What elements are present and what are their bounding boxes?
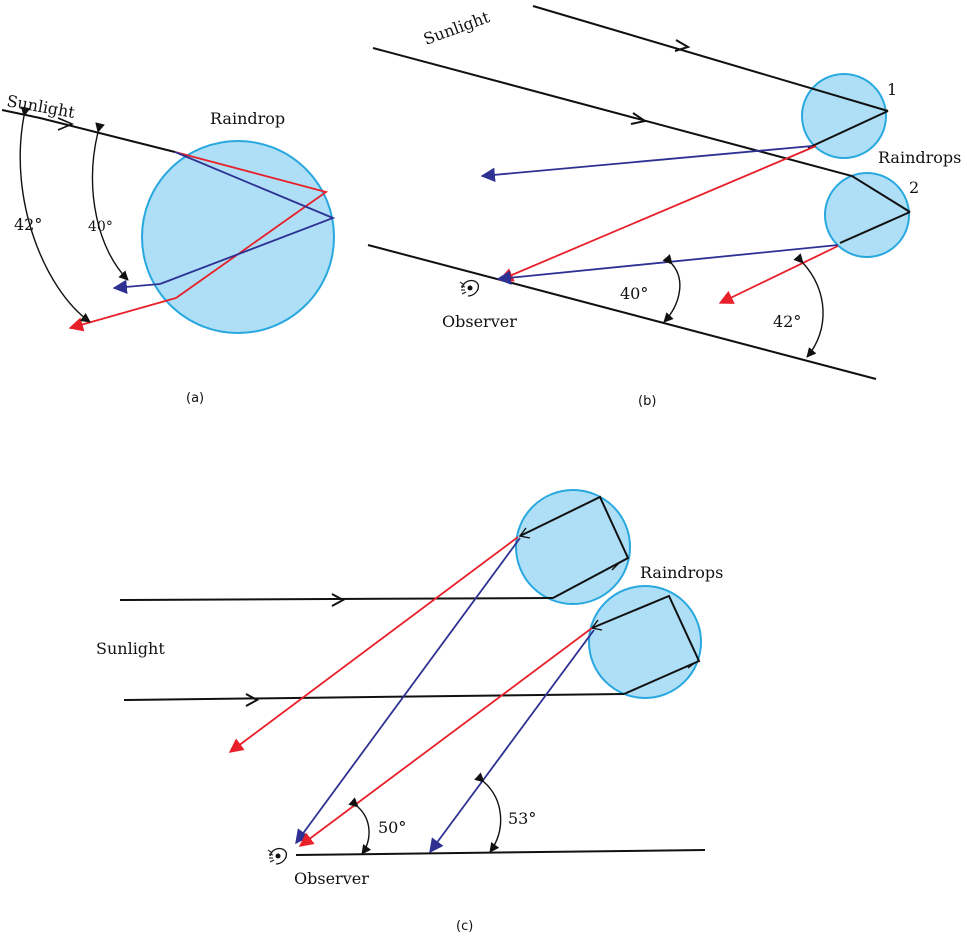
blue-ray-drop-2: [496, 244, 839, 285]
red-ray-internal: [174, 151, 329, 299]
caption-c: (c): [456, 919, 473, 934]
internal-reflection-1: [807, 110, 889, 149]
observer-label: Observer: [442, 312, 517, 331]
red-ray-drop-1: [498, 145, 817, 282]
observer-horizon-line: [295, 849, 706, 856]
red-ray-upper: [228, 536, 519, 753]
internal-arrowheads-upper: [518, 527, 621, 571]
caption-b: (b): [638, 394, 656, 409]
raindrop-label: Raindrop: [210, 109, 285, 128]
caption-a: (a): [186, 391, 204, 406]
raindrop-circle: [141, 140, 335, 334]
angle-42-label: 42°: [14, 215, 42, 234]
sunlight-ray-2: [372, 47, 911, 213]
red-ray-drop-2: [718, 245, 839, 304]
angle-arc-42: [793, 253, 824, 358]
angle-arc-50: [348, 797, 372, 855]
internal-path-lower: [591, 594, 701, 695]
sunlight-ray-lower-arrow: [245, 693, 260, 707]
raindrop-1: [801, 73, 887, 159]
red-ray-lower: [298, 627, 593, 847]
angle-arc-40: [662, 254, 681, 323]
panel-a: Sunlight Raindrop 42° 40° (a): [1, 91, 336, 406]
sunlight-ray-upper-arrow: [331, 593, 346, 607]
blue-ray-drop-1: [480, 145, 813, 182]
blue-ray-upper: [295, 537, 521, 845]
angle-arc-53: [474, 772, 502, 853]
sunlight-ray-1: [532, 5, 889, 112]
eye-icon: [459, 279, 480, 297]
raindrop-lower: [588, 585, 702, 699]
angle-40-label: 40°: [620, 284, 648, 303]
angle-53-label: 53°: [508, 809, 536, 828]
sunlight-ray-1-arrow: [674, 39, 691, 52]
internal-path-upper: [519, 495, 630, 599]
angle-arc-42: [19, 106, 91, 323]
sunlight-label: Sunlight: [421, 7, 493, 49]
sunlight-ray: [1, 109, 176, 153]
red-ray-exit: [68, 297, 177, 332]
angle-50-label: 50°: [378, 818, 406, 837]
drop-1-label: 1: [887, 80, 897, 99]
angle-arc-40: [91, 122, 129, 281]
sunlight-ray-lower: [123, 693, 625, 701]
observer-horizon-line: [367, 244, 877, 380]
blue-ray-internal: [159, 151, 336, 285]
panel-b: Sunlight 1 2 Raindrops 40° 42° Observer …: [367, 5, 961, 409]
raindrop-upper: [515, 489, 631, 605]
sunlight-label: Sunlight: [96, 639, 165, 658]
panel-c: Sunlight Raindrops 50° 53° Observer (c): [96, 489, 723, 934]
raindrops-label: Raindrops: [640, 563, 723, 582]
raindrops-label: Raindrops: [878, 148, 961, 167]
sunlight-ray-2-arrow: [630, 112, 648, 125]
raindrop-2: [824, 172, 910, 258]
blue-ray-lower: [429, 629, 595, 854]
observer-label: Observer: [294, 869, 369, 888]
internal-reflection-2: [839, 211, 911, 244]
sunlight-ray-upper: [119, 597, 554, 601]
angle-42-label: 42°: [773, 312, 801, 331]
drop-2-label: 2: [909, 178, 919, 197]
blue-ray-exit: [112, 279, 161, 295]
eye-icon: [267, 847, 288, 865]
angle-40-label: 40°: [88, 219, 113, 235]
